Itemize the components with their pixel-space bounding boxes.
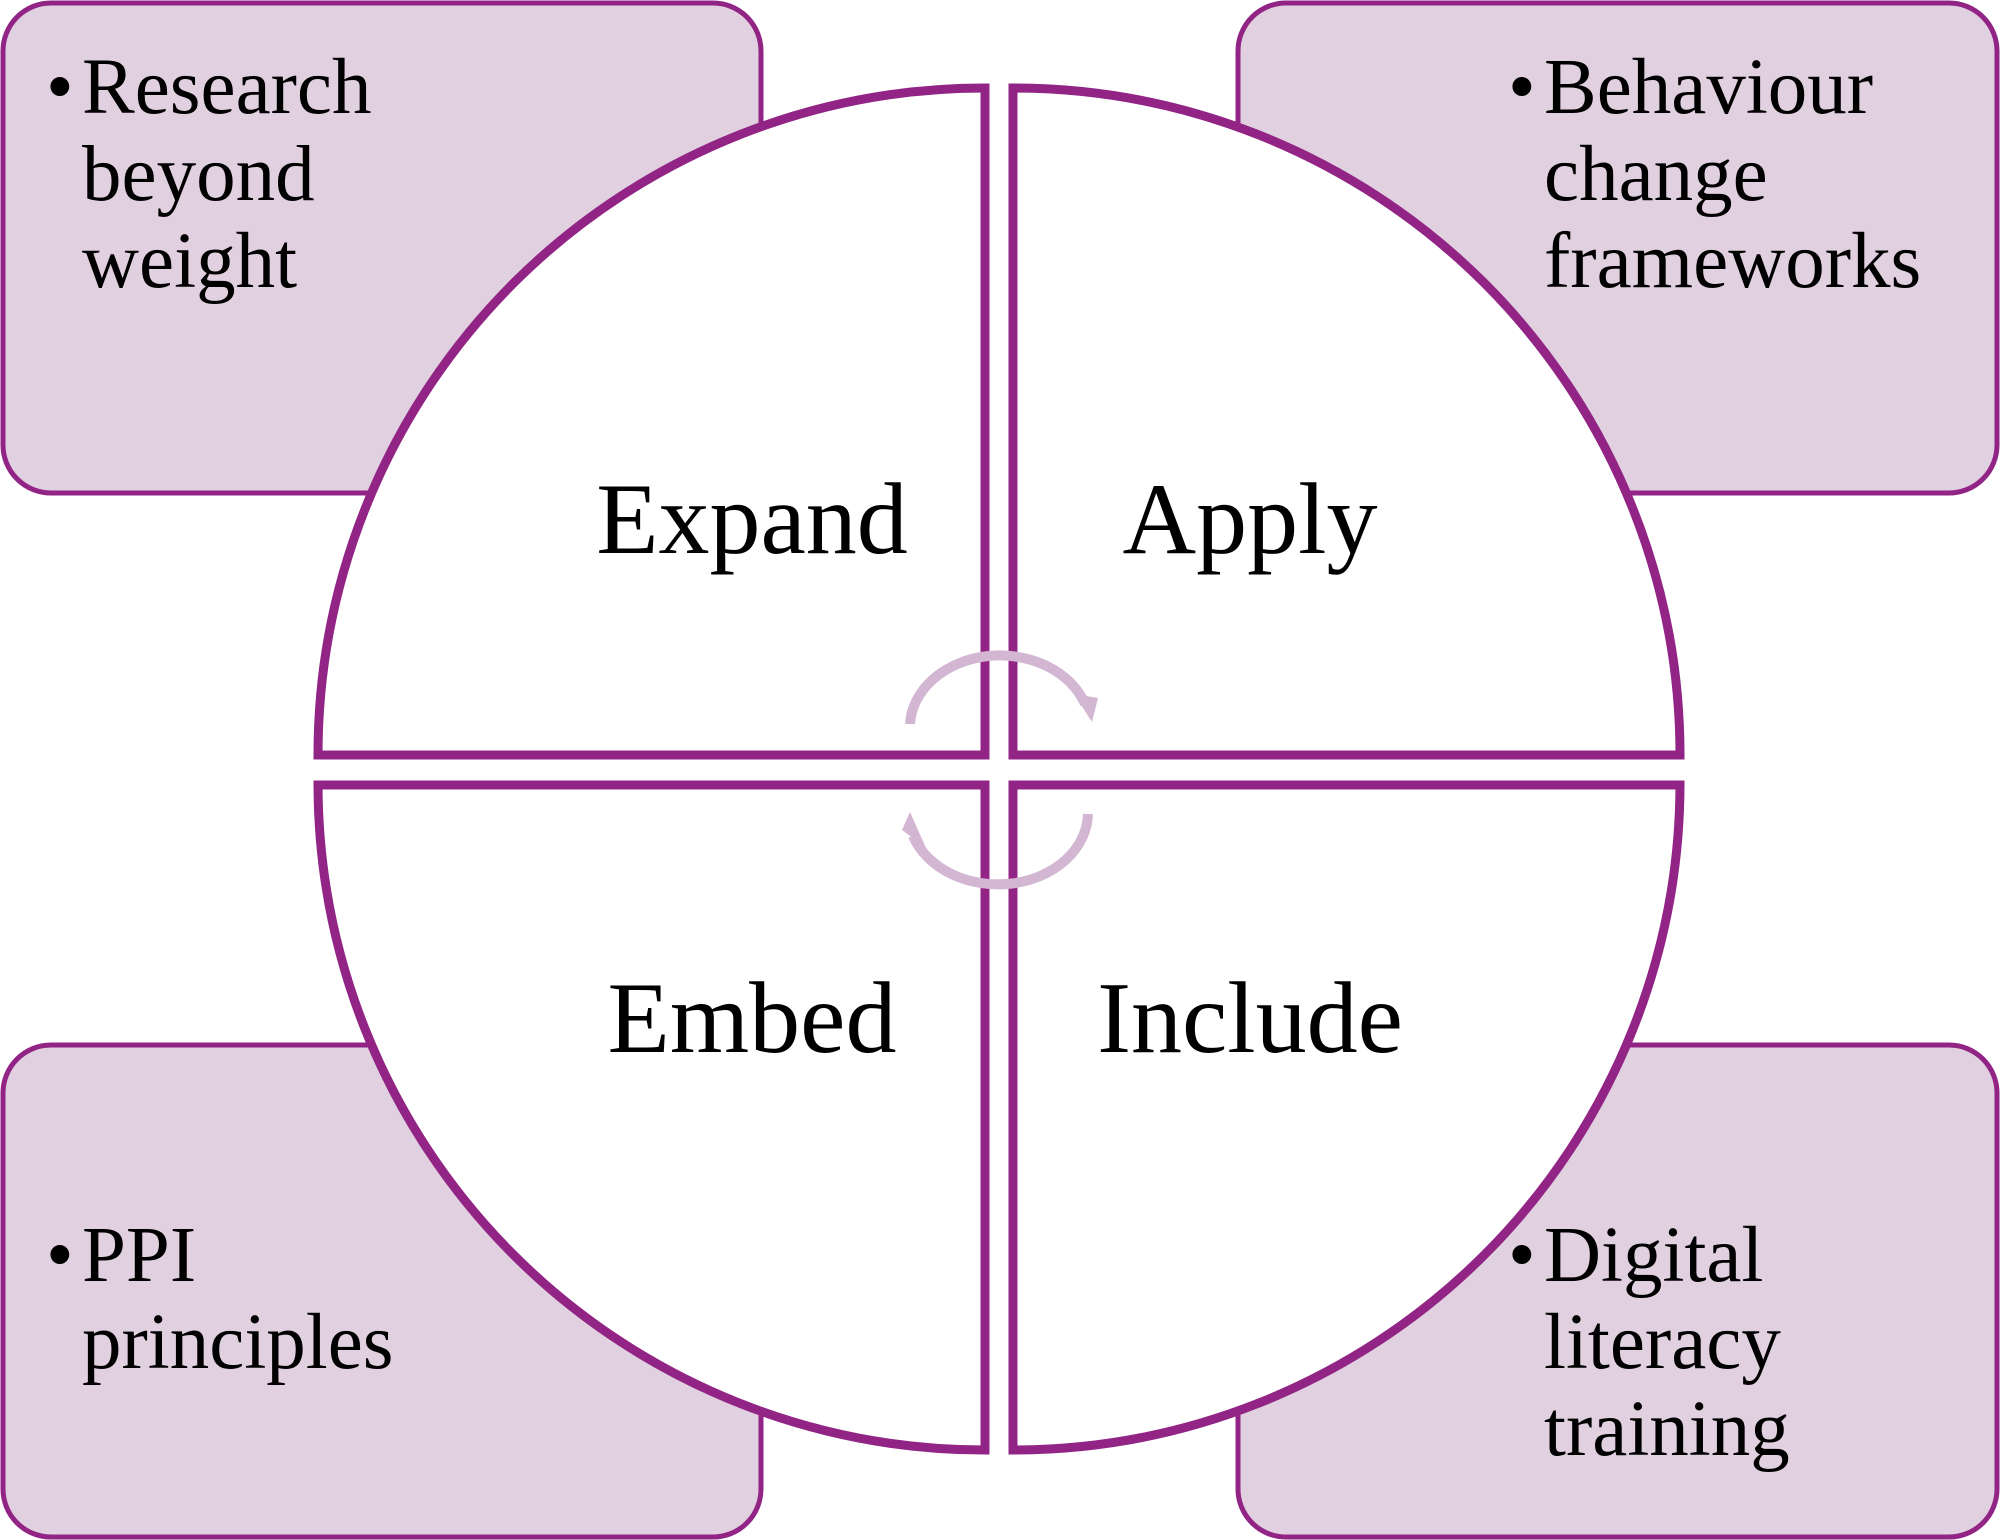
cycle-arrow-lower <box>908 813 1093 890</box>
quadrant-bottom-right <box>1008 780 1685 1455</box>
box-text-bottom-right-line-2: literacy <box>1544 1299 1781 1386</box>
quadrant-label-apply: Apply <box>1123 463 1378 576</box>
bullet-top-left: • <box>46 44 74 131</box>
box-text-top-right-line-1: Behaviour <box>1544 44 1873 131</box>
box-text-bottom-left-line-2: principles <box>82 1299 394 1386</box>
box-text-top-left-line-1: Research <box>82 44 372 131</box>
cycle-arrow-upper <box>905 650 1090 725</box>
cycle-arrow-lower-head <box>902 812 926 848</box>
quadrant-top-left <box>313 83 990 760</box>
box-text-bottom-right-line-3: training <box>1544 1386 1790 1473</box>
box-text-top-right-line-2: change <box>1544 131 1768 218</box>
bullet-bottom-left: • <box>46 1212 74 1299</box>
quadrant-label-include: Include <box>1097 962 1403 1075</box>
box-text-bottom-right-line-1: Digital <box>1544 1212 1763 1299</box>
box-text-top-left-line-2: beyond <box>82 131 315 218</box>
quadrant-label-embed: Embed <box>608 962 897 1075</box>
quadrant-bottom-left <box>313 780 990 1455</box>
bullet-top-right: • <box>1508 44 1536 131</box>
quadrant-label-expand: Expand <box>596 463 908 576</box>
box-text-top-left-line-3: weight <box>82 218 297 305</box>
quadrant-top-right <box>1008 83 1685 760</box>
box-text-bottom-left-line-1: PPI <box>82 1212 196 1299</box>
box-text-top-right-line-3: frameworks <box>1544 218 1921 305</box>
cycle-arrow-upper-head <box>1074 694 1098 722</box>
bullet-bottom-right: • <box>1508 1212 1536 1299</box>
